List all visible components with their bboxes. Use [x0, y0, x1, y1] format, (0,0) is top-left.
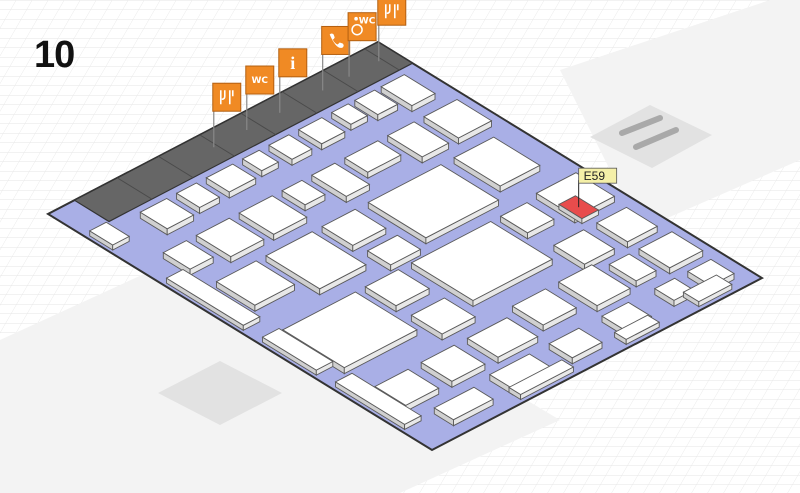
booth[interactable]	[310, 162, 371, 204]
wall-booth[interactable]	[261, 327, 334, 376]
neighbor-hall-9-marker	[158, 361, 282, 425]
booth[interactable]	[499, 202, 555, 240]
wall-booth[interactable]	[165, 268, 261, 332]
wall-booth[interactable]	[682, 274, 733, 308]
neighbor-hall-stroke	[633, 127, 679, 150]
booth[interactable]	[380, 74, 436, 113]
booth[interactable]	[386, 121, 450, 164]
booth[interactable]	[423, 98, 493, 145]
booth[interactable]	[511, 288, 578, 332]
booth[interactable]	[175, 182, 221, 215]
booth[interactable]	[433, 386, 495, 427]
booth[interactable]	[466, 317, 539, 365]
booth[interactable]	[367, 164, 500, 245]
booth[interactable]	[410, 297, 477, 341]
booth[interactable]	[557, 264, 632, 313]
booth[interactable]	[638, 231, 704, 275]
svg-text:WC: WC	[359, 17, 376, 27]
neighbor-hall-stroke	[619, 115, 663, 136]
svg-text:WC: WC	[252, 76, 269, 86]
booth[interactable]	[321, 208, 387, 253]
wall-booth[interactable]	[613, 314, 661, 346]
booth[interactable]	[410, 220, 554, 308]
booth[interactable]	[205, 163, 257, 199]
booth[interactable]	[281, 179, 326, 212]
restaurant-sign-2[interactable]	[377, 0, 407, 62]
fork-knife-icon	[219, 90, 234, 105]
booth[interactable]	[364, 269, 431, 313]
booth[interactable]	[265, 231, 367, 296]
booth[interactable]	[238, 195, 308, 242]
booth[interactable]	[241, 149, 280, 178]
wheelchair-wc-icon: WC	[351, 17, 376, 36]
wc-icon: WC	[252, 76, 269, 86]
booth[interactable]	[595, 206, 659, 249]
svg-text:i: i	[290, 53, 295, 73]
booth-label-e59[interactable]: E59	[578, 167, 618, 208]
info-sign[interactable]: i	[278, 48, 308, 113]
booth[interactable]	[353, 89, 399, 122]
booth[interactable]	[162, 240, 215, 276]
info-icon: i	[290, 53, 295, 73]
restaurant-sign[interactable]	[212, 82, 242, 148]
booth[interactable]	[420, 344, 486, 389]
booth[interactable]	[215, 260, 296, 313]
booth[interactable]	[366, 234, 422, 272]
booth[interactable]	[139, 197, 195, 236]
fork-knife-icon	[384, 4, 399, 19]
booth[interactable]	[268, 134, 313, 167]
wall-booth[interactable]	[88, 221, 131, 251]
neighbor-hall-marker-top	[590, 105, 712, 168]
booth[interactable]	[453, 136, 541, 193]
wall-booth[interactable]	[508, 359, 575, 401]
highlighted-booth-e59[interactable]	[557, 195, 600, 225]
booth[interactable]	[195, 217, 265, 264]
booth[interactable]	[608, 253, 657, 288]
booth[interactable]	[548, 327, 603, 365]
phone-sign[interactable]	[321, 25, 351, 91]
booth[interactable]	[297, 117, 346, 151]
accessible-wc-sign[interactable]: WC	[347, 12, 377, 77]
outer-floor-area-right	[560, 0, 800, 230]
booth[interactable]	[330, 103, 369, 132]
booth[interactable]	[343, 140, 402, 180]
service-wall	[73, 41, 414, 223]
hall-number-label: 10	[34, 34, 75, 76]
booth-label-text: E59	[584, 169, 606, 183]
phone-icon	[329, 33, 344, 48]
wall-booth[interactable]	[334, 372, 423, 431]
wc-sign[interactable]: WC	[245, 65, 275, 131]
